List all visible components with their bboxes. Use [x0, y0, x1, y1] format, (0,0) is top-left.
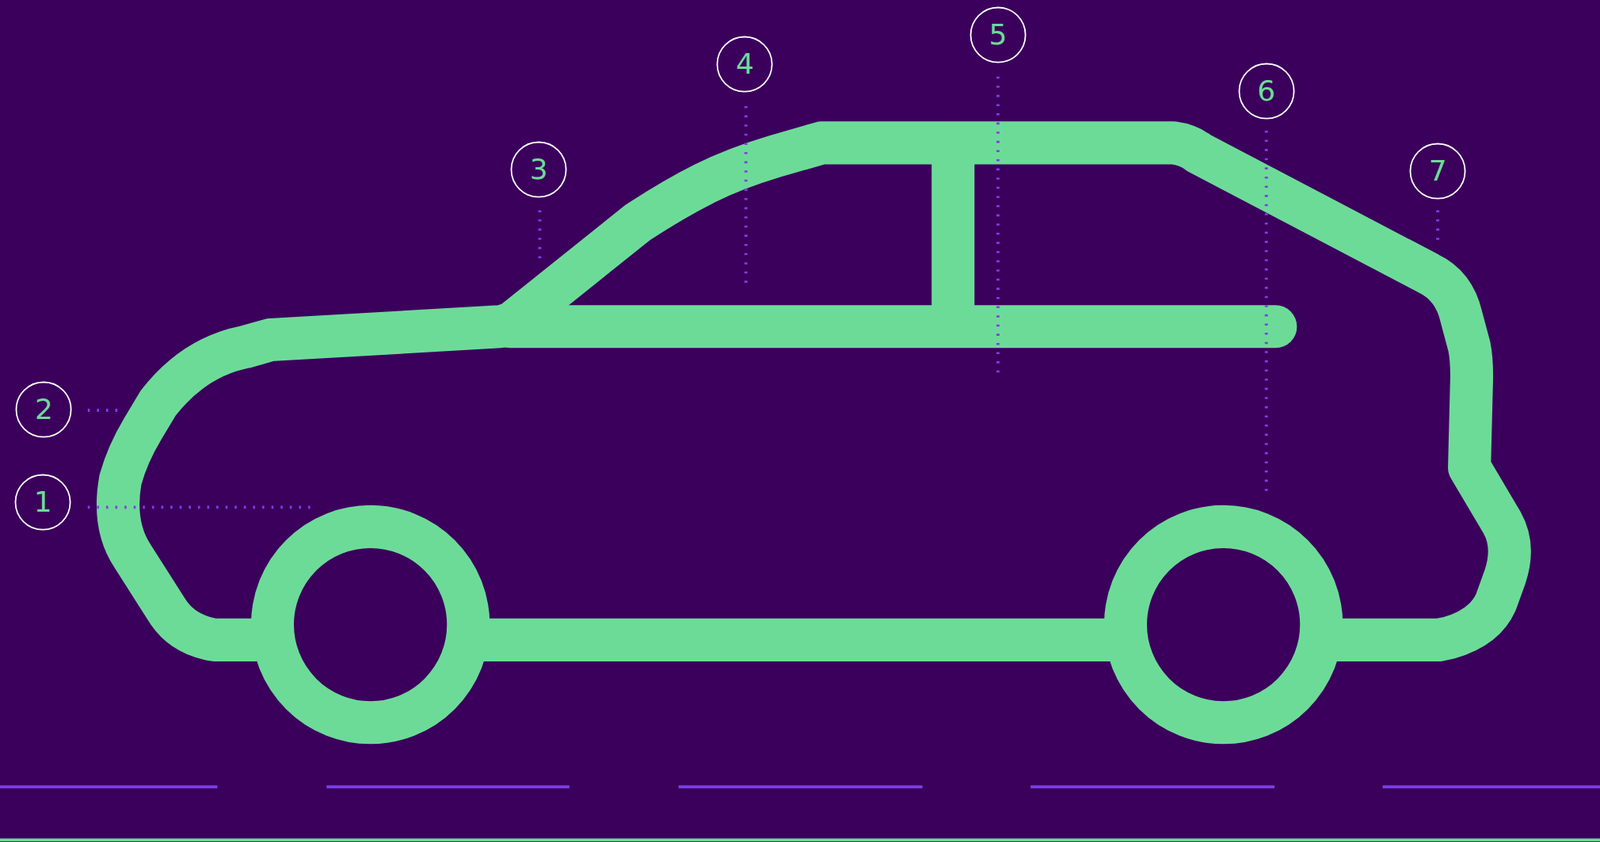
- leader-line: [1436, 209, 1440, 240]
- callout-circle: 7: [1409, 142, 1467, 200]
- callout-number: 5: [988, 20, 1007, 50]
- callout-circle: 2: [15, 380, 73, 439]
- callout-ring-shape: [970, 7, 1025, 62]
- callout-number: 7: [1428, 156, 1448, 186]
- callout-number: 1: [34, 487, 53, 517]
- callout-number: 3: [529, 155, 549, 184]
- leader-line: [744, 106, 748, 290]
- callout-ring-shape: [1410, 144, 1466, 199]
- window-belt-line: [510, 304, 1276, 348]
- road-dash: [678, 784, 923, 789]
- b-pillar: [931, 148, 975, 325]
- road-dash: [0, 784, 218, 789]
- callout-number: 2: [34, 395, 54, 424]
- leader-line: [538, 209, 542, 261]
- ground-line: [0, 838, 1600, 842]
- callout-ring-shape: [511, 141, 567, 197]
- callout-ring-shape: [1238, 63, 1294, 119]
- leader-line: [87, 408, 125, 412]
- front-wheel: [272, 526, 469, 723]
- road-dash: [1030, 784, 1275, 789]
- callout-number: 4: [735, 49, 755, 79]
- callout-circle: 6: [1238, 62, 1296, 120]
- callout-circle: 1: [14, 473, 72, 531]
- callout-circle: 3: [510, 140, 568, 199]
- leader-line: [996, 76, 1000, 374]
- car-sill-line: [479, 618, 1123, 662]
- rear-wheel: [1125, 526, 1322, 723]
- callout-number: 6: [1257, 76, 1276, 106]
- leader-line: [87, 505, 315, 509]
- leader-line: [1264, 130, 1269, 492]
- callout-circle: 5: [969, 6, 1027, 64]
- callout-ring-shape: [15, 474, 71, 530]
- road-dash: [1382, 784, 1600, 789]
- callout-ring-shape: [16, 381, 72, 437]
- callout-ring-shape: [717, 37, 773, 92]
- road-dash: [326, 784, 570, 789]
- callout-circle: 4: [716, 35, 774, 93]
